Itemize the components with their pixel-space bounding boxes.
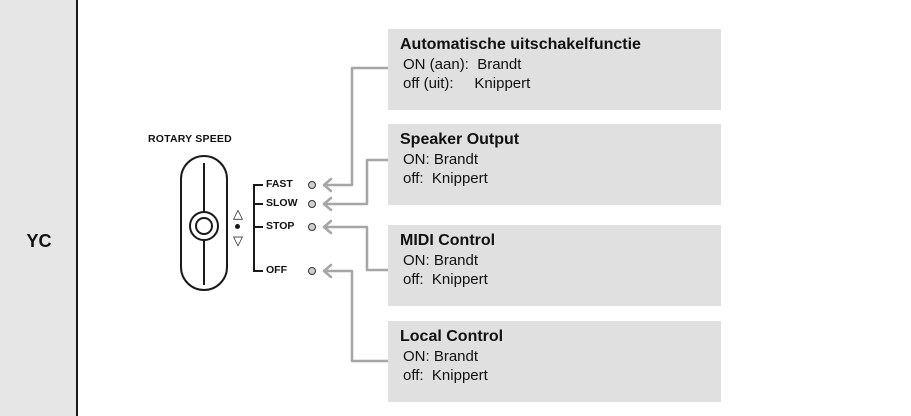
led-stop: [308, 223, 316, 231]
arrowhead-slow: [322, 196, 333, 212]
row-key: off:: [403, 367, 432, 384]
box-row-on: ON: Brandt: [400, 150, 721, 169]
box-row-off: off: Knippert: [400, 169, 721, 188]
connector-local-control: [322, 269, 390, 363]
connector-midi-control: [322, 225, 390, 272]
bracket-tick-fast: [253, 184, 263, 186]
row-value: Brandt: [433, 151, 479, 168]
row-key: ON:: [403, 151, 434, 168]
bracket-tick-slow: [253, 203, 263, 205]
bracket-tick-off: [253, 270, 263, 272]
row-value: Brandt: [433, 348, 479, 365]
row-key: ON (aan):: [403, 56, 478, 73]
box-row-off: off (uit): Knippert: [400, 74, 721, 93]
row-value: Brandt: [477, 56, 522, 73]
row-value: Knippert: [474, 75, 531, 92]
led-fast: [308, 181, 316, 189]
position-bracket: [253, 184, 255, 272]
connector-auto-off: [322, 66, 390, 187]
info-box-speaker-output: Speaker Output ON: Brandt off: Knippert: [388, 124, 721, 205]
bracket-tick-stop: [253, 226, 263, 228]
arrowhead-off: [322, 263, 333, 279]
box-row-off: off: Knippert: [400, 366, 721, 385]
row-key: off (uit):: [403, 75, 475, 92]
down-triangle-icon: ▽: [233, 233, 243, 248]
info-box-auto-off: Automatische uitschakelfunctie ON (aan):…: [388, 29, 721, 110]
row-value: Knippert: [431, 367, 488, 384]
info-box-midi-control: MIDI Control ON: Brandt off: Knippert: [388, 225, 721, 306]
box-row-on: ON (aan): Brandt: [400, 55, 721, 74]
position-label-slow: SLOW: [266, 197, 298, 209]
rotary-speed-switch: [180, 155, 228, 291]
row-key: off:: [403, 271, 432, 288]
box-title: Automatische uitschakelfunctie: [400, 36, 641, 53]
led-off: [308, 267, 316, 275]
connector-speaker-output: [322, 158, 390, 206]
up-triangle-icon: △: [233, 206, 243, 221]
box-title: Local Control: [400, 328, 504, 345]
rotary-speed-title: ROTARY SPEED: [148, 133, 232, 145]
model-label-column: [0, 0, 78, 416]
info-box-local-control: Local Control ON: Brandt off: Knippert: [388, 321, 721, 402]
row-value: Knippert: [431, 170, 488, 187]
box-row-on: ON: Brandt: [400, 347, 721, 366]
arrowhead-stop: [322, 219, 333, 235]
box-title: MIDI Control: [400, 232, 496, 249]
row-key: off:: [403, 170, 432, 187]
row-key: ON:: [403, 252, 434, 269]
row-value: Brandt: [433, 252, 479, 269]
row-key: ON:: [403, 348, 434, 365]
switch-knob: [189, 211, 219, 241]
box-row-off: off: Knippert: [400, 270, 721, 289]
model-label: YC: [26, 231, 52, 251]
position-label-off: OFF: [266, 264, 287, 276]
arrowhead-fast: [322, 177, 333, 193]
box-row-on: ON: Brandt: [400, 251, 721, 270]
switch-knob-center: [195, 217, 213, 235]
box-title: Speaker Output: [400, 131, 520, 148]
led-slow: [308, 200, 316, 208]
position-label-stop: STOP: [266, 220, 295, 232]
center-dot-icon: [235, 224, 240, 229]
position-label-fast: FAST: [266, 178, 293, 190]
row-value: Knippert: [431, 271, 488, 288]
